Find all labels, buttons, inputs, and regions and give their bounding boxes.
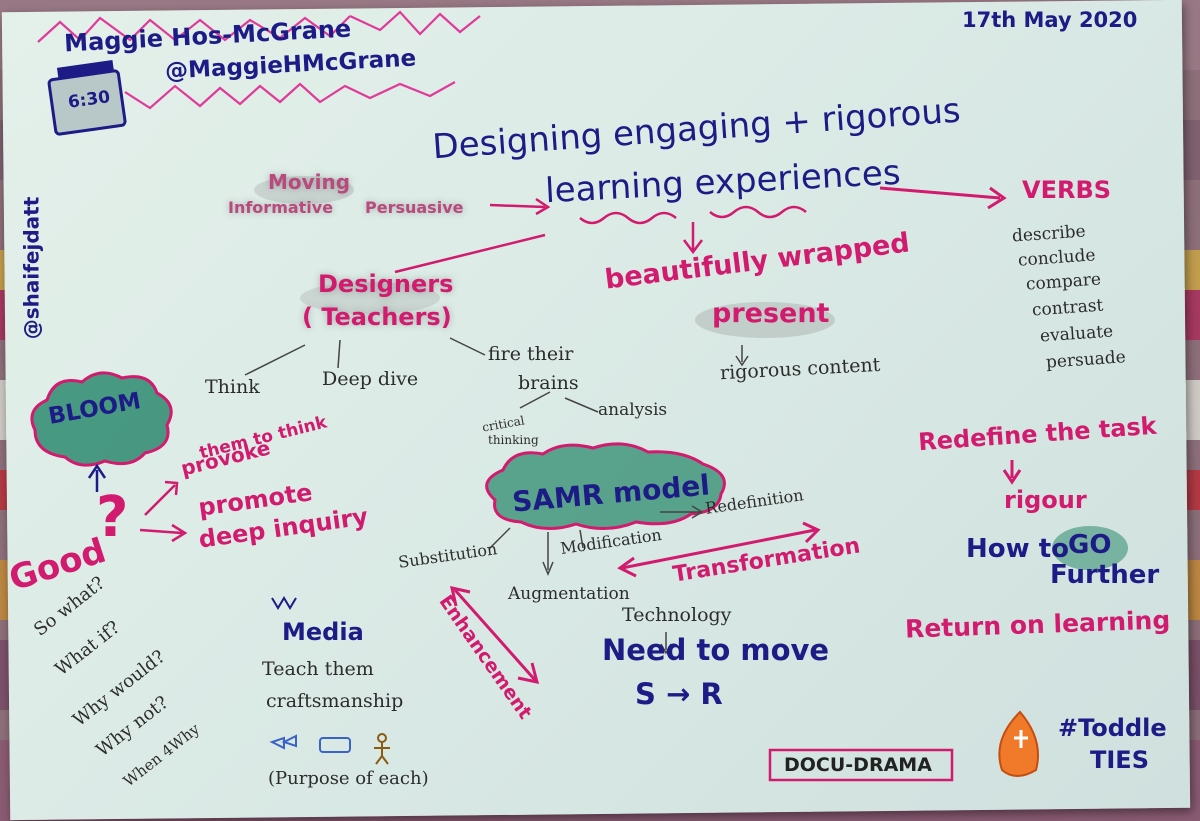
samr-augmentation: Augmentation — [508, 584, 630, 604]
how-to: How to — [966, 534, 1069, 564]
branch-brains: brains — [518, 372, 579, 394]
designers-title: Designers — [318, 270, 454, 298]
present-line-2: present — [712, 298, 830, 329]
moving-from: Informative — [228, 198, 334, 217]
media-line-1: Teach them — [262, 658, 374, 680]
branch-fire: fire their — [488, 343, 574, 365]
verbs-heading: VERBS — [1022, 176, 1112, 204]
designers-subtitle: ( Teachers) — [302, 303, 452, 331]
s-to-r: S → R — [635, 677, 723, 711]
docu-drama: DOCU-DRAMA — [784, 754, 932, 776]
toddle-tag: #Toddle — [1058, 714, 1167, 742]
technology-label: Technology — [622, 604, 732, 626]
side-handle: @shaifejdatt — [19, 196, 44, 340]
media-label: Media — [282, 618, 364, 646]
date: 17th May 2020 — [962, 8, 1138, 32]
need-to-move: Need to move — [602, 633, 830, 667]
verb-item: contrast — [1031, 295, 1104, 321]
question-mark: ? — [96, 485, 129, 550]
moving-to: Persuasive — [365, 198, 464, 217]
branch-thinking: thinking — [488, 433, 539, 447]
further-label: Further — [1050, 560, 1160, 590]
media-line-2: craftsmanship — [266, 690, 404, 712]
go-label: GO — [1068, 530, 1112, 560]
branch-deep-dive: Deep dive — [322, 368, 419, 390]
rigour-label: rigour — [1004, 486, 1087, 514]
toddle-ties: TIES — [1090, 746, 1149, 774]
branch-analysis: analysis — [598, 400, 668, 420]
branch-think: Think — [205, 376, 260, 398]
moving-label: Moving — [268, 170, 351, 194]
media-purpose: (Purpose of each) — [268, 768, 429, 789]
